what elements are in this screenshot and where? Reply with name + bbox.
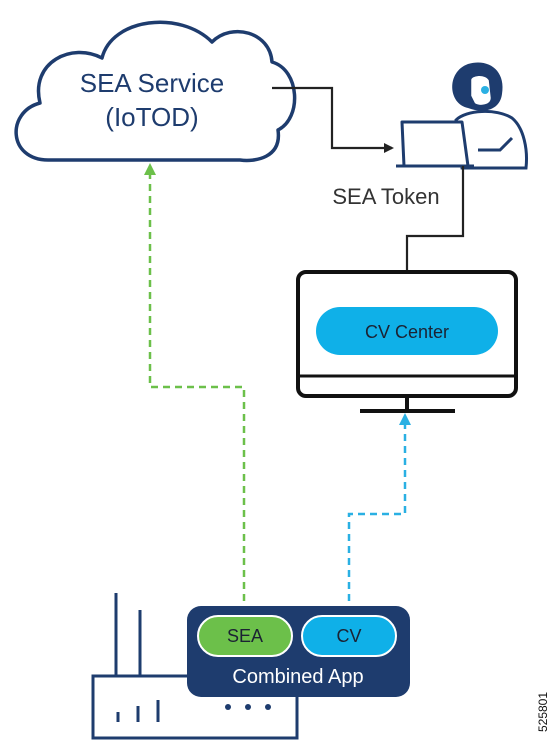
cloud-to-user-arrow [272,86,394,153]
figure-id: 525801 [536,692,550,732]
sea-token-label: SEA Token [332,184,439,209]
cv-to-monitor-dashed-arrow [343,413,411,622]
cv-center-label: CV Center [365,322,449,342]
combined-app-title: Combined App [232,666,363,688]
sea-service-cloud: SEA Service (IoTOD) [14,20,297,163]
cloud-title-line2: (IoTOD) [105,102,198,132]
combined-app-box: SEA CV Combined App [187,606,410,697]
cloud-icon [14,20,297,163]
cv-pill [301,615,397,657]
sea-pill-label: SEA [227,626,263,646]
sea-to-cloud-dashed-arrow [144,163,250,622]
cv-pill-label: CV [336,626,361,646]
sea-pill [197,615,293,657]
user-with-laptop-icon [396,62,528,170]
cv-center-monitor: CV Center [296,270,518,413]
token-to-monitor-arrow [402,166,465,302]
cv-center-pill [316,307,498,355]
cloud-title-line1: SEA Service [80,68,225,98]
